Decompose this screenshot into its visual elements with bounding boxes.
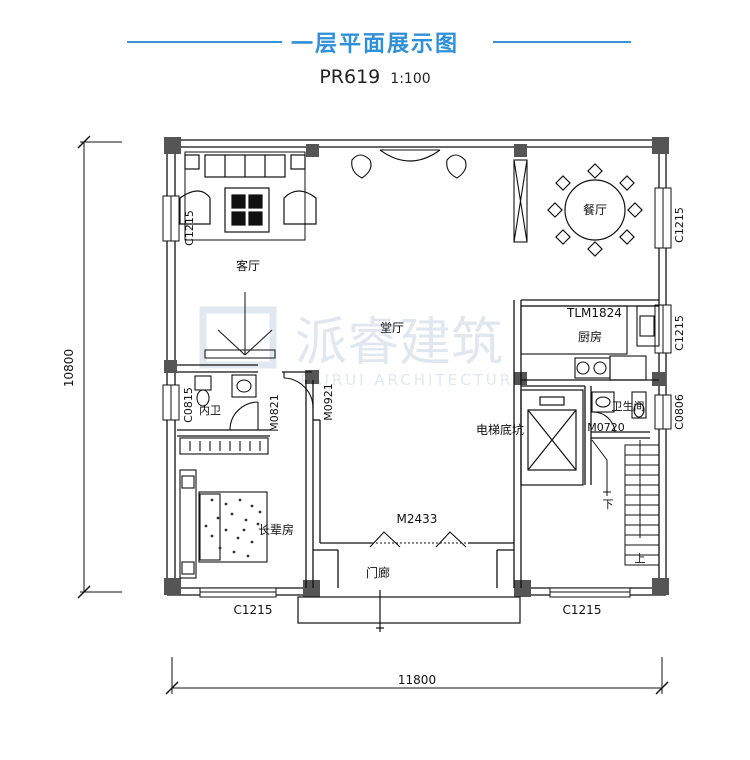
page-title: 一层平面展示图	[290, 32, 459, 57]
hall-arrow	[204, 292, 276, 359]
living-room-furniture	[179, 151, 317, 241]
label-m0720: M0720	[587, 421, 625, 434]
bathroom-fixtures	[591, 391, 647, 419]
label-tlm1824: TLM1824	[566, 306, 622, 320]
label-c1215-dining: C1215	[673, 207, 686, 243]
room-dining: 餐厅	[583, 202, 607, 217]
label-c1215-bottom-right: C1215	[563, 603, 602, 617]
room-living: 客厅	[236, 258, 260, 273]
label-c1215-kitchen: C1215	[673, 315, 686, 351]
label-c0806: C0806	[673, 394, 686, 430]
plan-code: PR619	[319, 66, 381, 88]
hall-furniture	[351, 149, 467, 179]
elevator-shaft	[520, 389, 584, 486]
room-bathroom: 卫生间	[612, 399, 645, 413]
width-dimension-label: 11800	[398, 673, 436, 687]
staircase	[591, 439, 660, 566]
label-c0815: C0815	[182, 387, 195, 423]
room-hall: 堂厅	[380, 321, 404, 335]
label-m0821: M0821	[268, 394, 281, 432]
door-m0821[interactable]	[229, 401, 259, 431]
main-door[interactable]	[369, 531, 468, 548]
height-dimension	[77, 135, 122, 599]
label-m0921: M0921	[322, 383, 335, 421]
door-m0921[interactable]	[283, 372, 314, 409]
room-porch: 门廊	[366, 565, 390, 580]
label-stair-up: 上	[635, 552, 646, 565]
room-elder: 长辈房	[258, 522, 294, 537]
title-line-right	[493, 41, 631, 43]
label-c1215-living: C1215	[183, 210, 196, 246]
structural-columns	[164, 137, 669, 597]
cabinet	[513, 159, 528, 243]
room-kitchen: 厨房	[578, 329, 602, 344]
label-c1215-bottom-left: C1215	[234, 603, 273, 617]
plan-scale: 1:100	[390, 71, 431, 87]
width-dimension	[165, 657, 669, 695]
plan-subtitle: PR619 1:100	[0, 66, 750, 88]
watermark-logo	[199, 306, 277, 369]
windows	[162, 187, 672, 598]
porch-outline	[297, 590, 521, 632]
watermark-brand-en: PAIRUI ARCHITECTURE	[300, 371, 526, 389]
watermark: 派睿建筑 PAIRUI ARCHITECTURE	[199, 306, 526, 389]
height-dimension-label: 10800	[62, 349, 76, 387]
watermark-brand: 派睿建筑	[295, 313, 503, 373]
inner-bath-fixtures	[194, 374, 257, 407]
room-inner-bath: 内卫	[199, 403, 221, 417]
room-elevator-pit: 电梯底坑	[476, 422, 524, 437]
elder-room-furniture	[179, 437, 269, 579]
dining-table	[547, 163, 643, 257]
label-stair-down: 下	[603, 498, 614, 511]
kitchen-counters	[520, 305, 660, 381]
label-m2433: M2433	[397, 512, 438, 526]
title-line-left	[127, 41, 282, 43]
